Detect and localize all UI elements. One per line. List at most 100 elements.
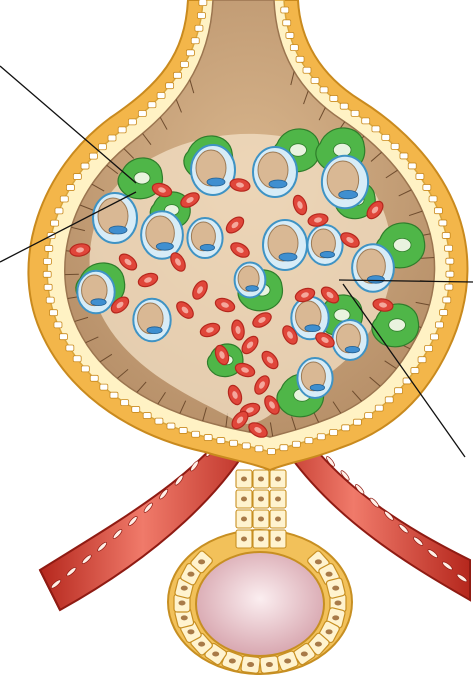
capsule-cell bbox=[121, 400, 129, 406]
follicle-cell-nucleus bbox=[335, 601, 342, 606]
capsule-cell bbox=[98, 144, 106, 150]
stalk-cell-nucleus bbox=[241, 497, 247, 502]
capsule-cell bbox=[166, 83, 174, 89]
blue-cell-nucleus bbox=[200, 244, 214, 250]
capsule-cell bbox=[179, 427, 187, 433]
stalk-cell-nucleus bbox=[241, 537, 247, 542]
capsule-cell bbox=[353, 419, 361, 425]
capsule-cell bbox=[267, 449, 275, 455]
stalk-cell-nucleus bbox=[275, 497, 281, 502]
follicle-cell-nucleus bbox=[198, 642, 205, 647]
capsule-cell bbox=[391, 143, 399, 149]
capsule-cell bbox=[199, 0, 207, 6]
capsule-cell bbox=[411, 368, 419, 374]
capsule-cell bbox=[186, 50, 194, 56]
stalk-cell-nucleus bbox=[275, 477, 281, 482]
capsule-cell bbox=[43, 271, 51, 277]
capsule-cell bbox=[430, 334, 438, 340]
capsule-cell bbox=[54, 322, 62, 328]
capsule-cell bbox=[408, 163, 416, 169]
capsule-cell bbox=[191, 38, 199, 44]
capsule-cell bbox=[138, 110, 146, 116]
capsule-cell bbox=[44, 284, 52, 290]
green-cell-nucleus bbox=[134, 172, 150, 184]
green-cell-nucleus bbox=[290, 144, 307, 157]
capsule-cell bbox=[192, 431, 200, 437]
follicle-cell-nucleus bbox=[301, 652, 308, 657]
capsule-cell bbox=[330, 95, 338, 101]
follicle-cell-nucleus bbox=[198, 559, 205, 564]
capsule-cell bbox=[230, 440, 238, 446]
capsule-cell bbox=[66, 185, 74, 191]
capsule-cell bbox=[51, 220, 59, 226]
capsule-cell bbox=[418, 357, 426, 363]
capsule-cell bbox=[73, 356, 81, 362]
capsule-cell bbox=[435, 322, 443, 328]
capsule-cell bbox=[317, 434, 325, 440]
capsule-cell bbox=[50, 310, 58, 316]
capsule-cell bbox=[445, 284, 453, 290]
capsule-cell bbox=[446, 271, 454, 277]
stalk-cell-nucleus bbox=[258, 517, 264, 522]
capsule-cell bbox=[362, 118, 370, 124]
blue-cell-nucleus bbox=[269, 180, 287, 188]
follicle-cell-nucleus bbox=[332, 615, 339, 620]
capsule-cell bbox=[100, 384, 108, 390]
follicle-cell-nucleus bbox=[315, 559, 322, 564]
capsule-cell bbox=[180, 61, 188, 67]
capsule-cell bbox=[395, 388, 403, 394]
capsule-cell bbox=[143, 413, 151, 419]
capsule-cell bbox=[204, 435, 212, 441]
capsule-cell bbox=[372, 126, 380, 132]
stalk-cell-nucleus bbox=[258, 537, 264, 542]
capsule-cell bbox=[173, 72, 181, 78]
capsule-cell bbox=[280, 445, 288, 451]
capsule-cell bbox=[442, 232, 450, 238]
stalk-cell-nucleus bbox=[241, 477, 247, 482]
follicle-cell-nucleus bbox=[187, 572, 194, 577]
capsule-cell bbox=[286, 32, 294, 38]
blue-cell-nucleus bbox=[310, 384, 324, 390]
capsule-cell bbox=[342, 425, 350, 431]
blue-cell-nucleus bbox=[367, 276, 384, 284]
follicle-cell-nucleus bbox=[315, 642, 322, 647]
capsule-cell bbox=[340, 103, 348, 109]
follicle bbox=[168, 530, 352, 674]
blue-cell-nucleus bbox=[91, 299, 106, 306]
blue-cell-nucleus bbox=[246, 286, 259, 292]
capsule-cell bbox=[60, 196, 68, 202]
capsule-cell bbox=[108, 135, 116, 141]
capsule-cell bbox=[118, 127, 126, 133]
capsule-cell bbox=[242, 443, 250, 449]
capsule-cell bbox=[429, 196, 437, 202]
capsule-cell bbox=[157, 92, 165, 98]
capsule-cell bbox=[296, 56, 304, 62]
stalk-cell-nucleus bbox=[258, 477, 264, 482]
follicle-cell-nucleus bbox=[247, 662, 254, 667]
capsule-cell bbox=[351, 110, 359, 116]
blue-cell-nucleus bbox=[156, 243, 173, 251]
follicle-cell-nucleus bbox=[212, 652, 219, 657]
capsule-cell bbox=[167, 423, 175, 429]
stalk-cell-nucleus bbox=[258, 497, 264, 502]
capsule-cell bbox=[155, 418, 163, 424]
capsule-cell bbox=[445, 245, 453, 251]
capsule-cell bbox=[46, 297, 54, 303]
stalk-cell-nucleus bbox=[275, 537, 281, 542]
capsule-cell bbox=[132, 406, 140, 412]
capsule-cell bbox=[43, 258, 51, 264]
capsule-cell bbox=[45, 245, 53, 251]
capsule-cell bbox=[443, 297, 451, 303]
capsule-cell bbox=[365, 413, 373, 419]
capsule-cell bbox=[434, 208, 442, 214]
capsule-cell bbox=[281, 7, 289, 13]
capsule-cell bbox=[89, 153, 97, 159]
capsule-cell bbox=[55, 208, 63, 214]
follicle-cell-nucleus bbox=[181, 586, 188, 591]
follicle-cell-nucleus bbox=[284, 658, 291, 663]
capsule-cell bbox=[305, 438, 313, 444]
capsule-cell bbox=[439, 220, 447, 226]
capsule-cell bbox=[81, 163, 89, 169]
capsule-cell bbox=[195, 25, 203, 31]
follicle-cell-nucleus bbox=[179, 601, 186, 606]
